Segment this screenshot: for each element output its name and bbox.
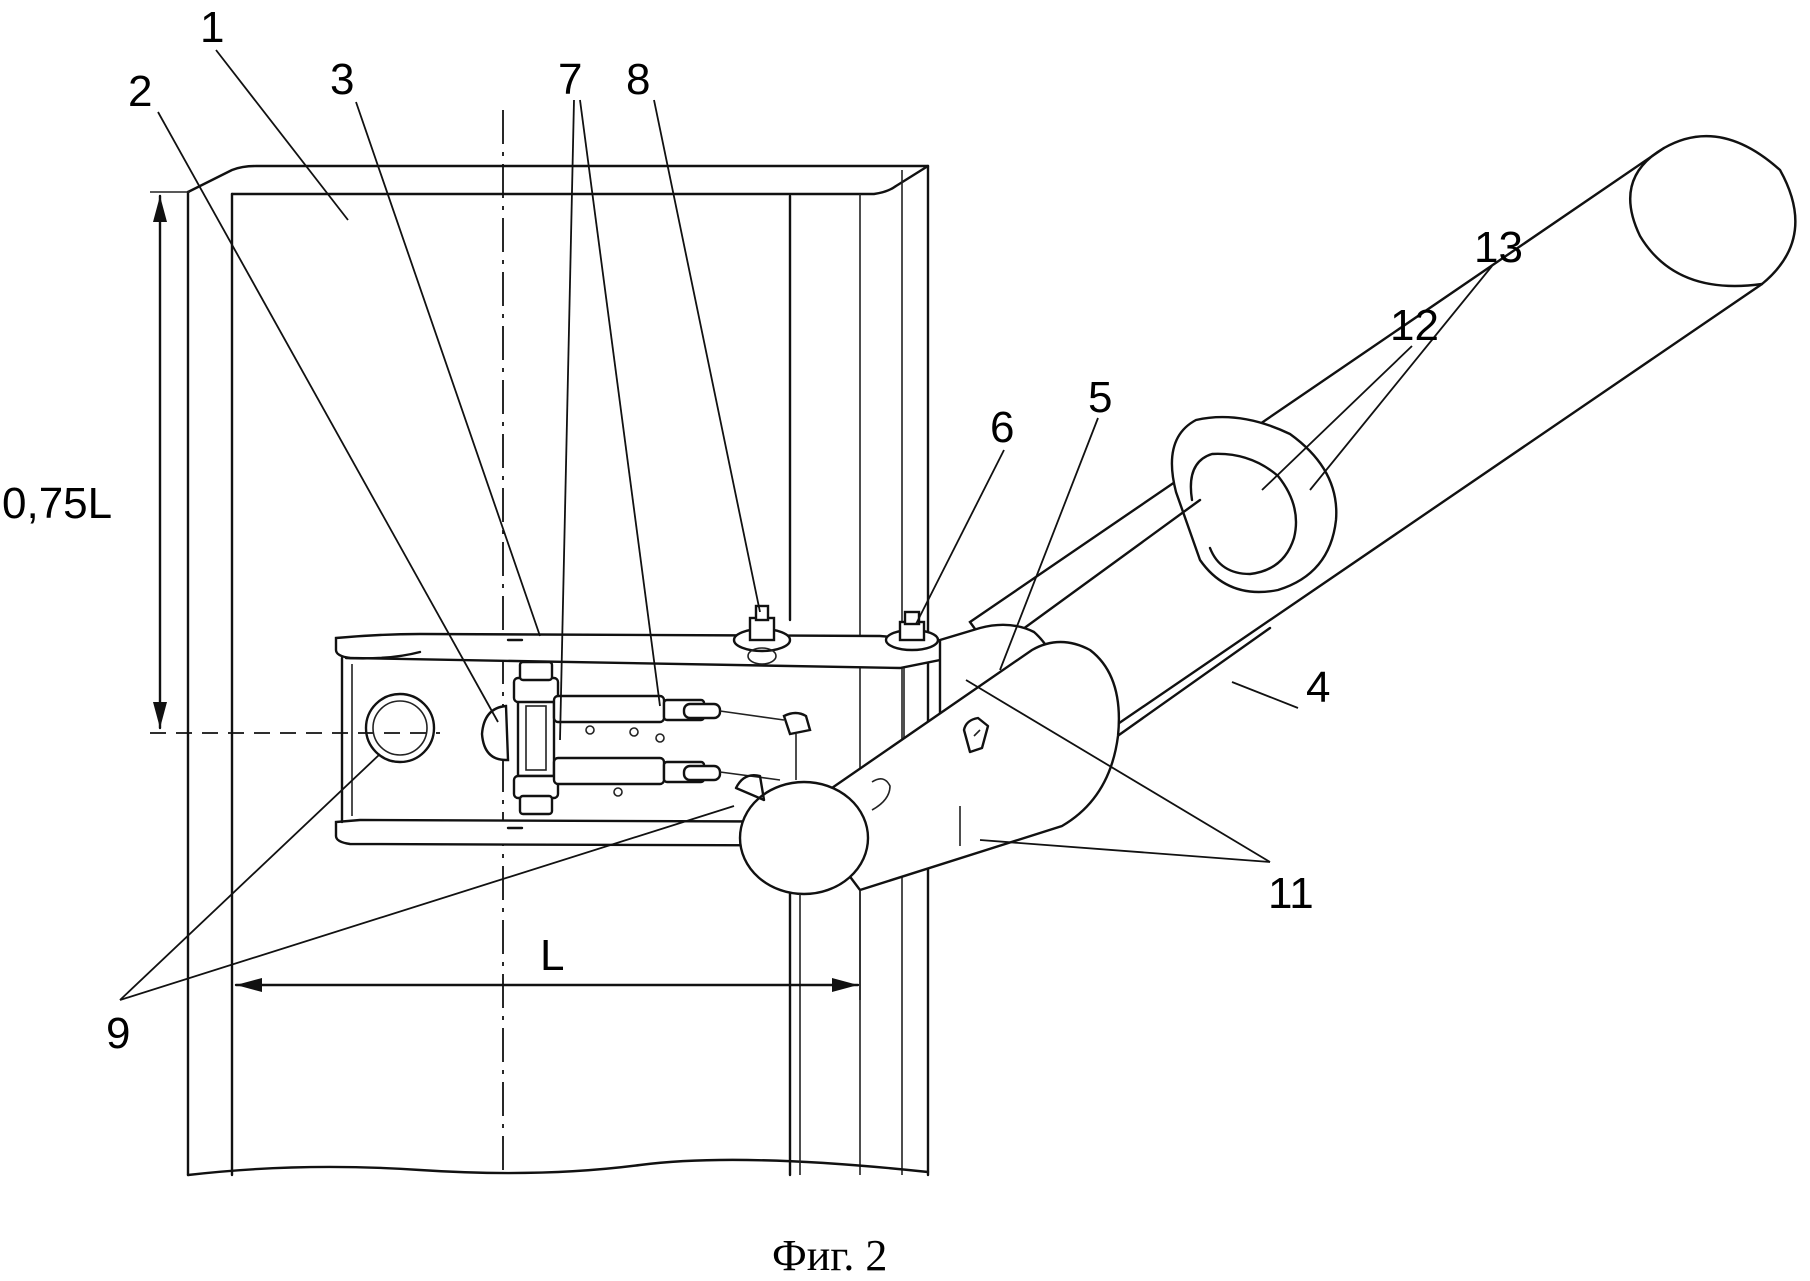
label-5: 5 xyxy=(1088,373,1112,422)
label-6: 6 xyxy=(990,403,1014,452)
label-11: 11 xyxy=(1268,869,1314,918)
dimension-height xyxy=(153,194,167,730)
label-9: 9 xyxy=(106,1009,130,1058)
bolt-8 xyxy=(732,604,792,665)
label-3: 3 xyxy=(330,55,354,104)
dimension-width-label: L xyxy=(540,931,564,980)
bolt-6 xyxy=(884,610,940,652)
label-4: 4 xyxy=(1306,663,1330,712)
locking-mechanism xyxy=(480,660,812,816)
label-7: 7 xyxy=(558,55,582,104)
label-1: 1 xyxy=(200,3,224,52)
handle-barrel xyxy=(734,640,1121,1175)
column-body xyxy=(186,164,930,1177)
part-labels: 1 2 3 7 8 13 12 6 5 4 11 9 0,75L L xyxy=(2,3,1523,1058)
label-2: 2 xyxy=(128,67,152,116)
label-12: 12 xyxy=(1390,301,1439,350)
bracket-opening xyxy=(364,692,436,764)
label-8: 8 xyxy=(626,55,650,104)
dimension-width xyxy=(234,890,861,1000)
leader-lines xyxy=(119,49,1493,1001)
dimension-height-label: 0,75L xyxy=(2,479,112,528)
figure-caption: Фиг. 2 xyxy=(772,1231,887,1280)
label-13: 13 xyxy=(1474,223,1523,272)
